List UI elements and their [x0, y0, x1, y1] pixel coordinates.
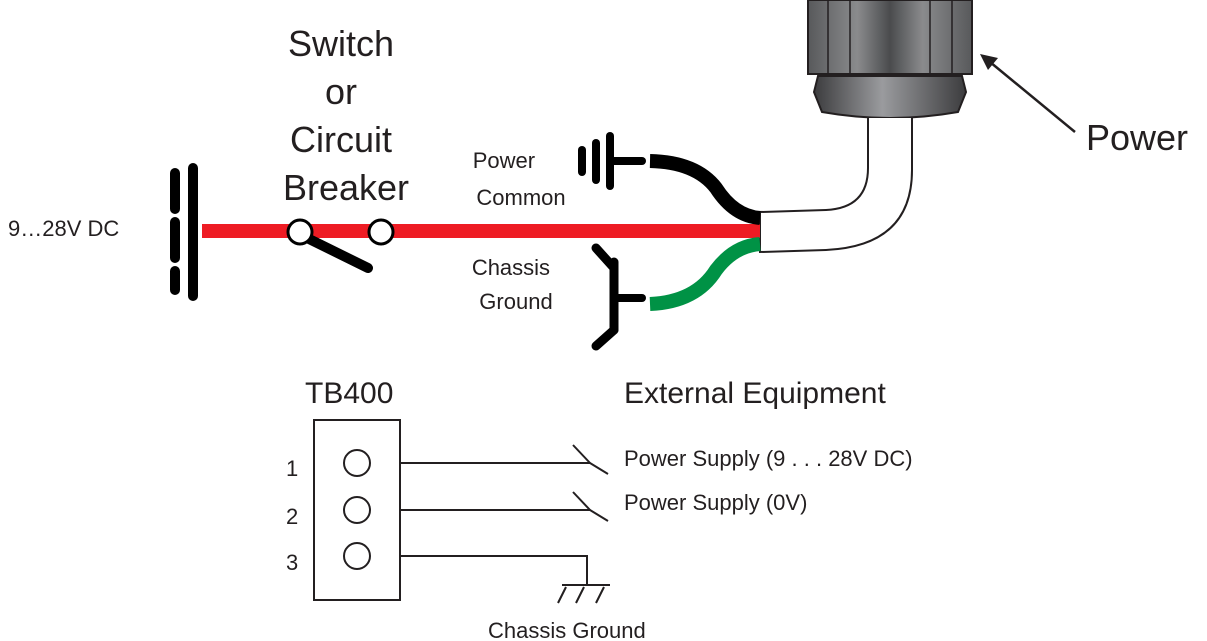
cable-sheath: [759, 118, 913, 254]
power-common-label: Power Common: [473, 148, 566, 210]
switch-symbol: [286, 218, 395, 273]
power-common-symbol: [578, 132, 646, 190]
battery-symbol: [170, 163, 198, 301]
chassis-ground-label: Chassis Ground: [472, 255, 556, 314]
voltage-label: 9…28V DC: [8, 216, 119, 241]
external-equipment-title: External Equipment: [624, 377, 886, 410]
chassis-ground-symbol: [591, 243, 646, 351]
pin-1-label: 1: [286, 456, 298, 481]
connection-3-line: [401, 555, 610, 604]
power-pointer-arrow: [980, 54, 1076, 133]
pin-2-label: 2: [286, 504, 298, 529]
connection-2-label: Power Supply (0V): [624, 490, 807, 515]
black-common-wire: [649, 154, 761, 225]
terminal-2: 2: [286, 496, 371, 529]
connection-2-line: [401, 491, 609, 522]
power-label: Power: [1086, 117, 1188, 158]
connection-1-label: Power Supply (9 . . . 28V DC): [624, 446, 913, 471]
green-ground-wire: [649, 237, 761, 311]
lower-chassis-ground-label: Chassis Ground: [488, 618, 646, 641]
pin-3-label: 3: [286, 550, 298, 575]
connection-1-line: [401, 444, 609, 475]
terminal-1: 1: [286, 449, 371, 481]
tb400-title: TB400: [305, 377, 393, 410]
power-connector: [807, 0, 973, 119]
switch-label: Switch or Circuit Breaker: [283, 23, 409, 208]
terminal-3: 3: [286, 542, 371, 575]
